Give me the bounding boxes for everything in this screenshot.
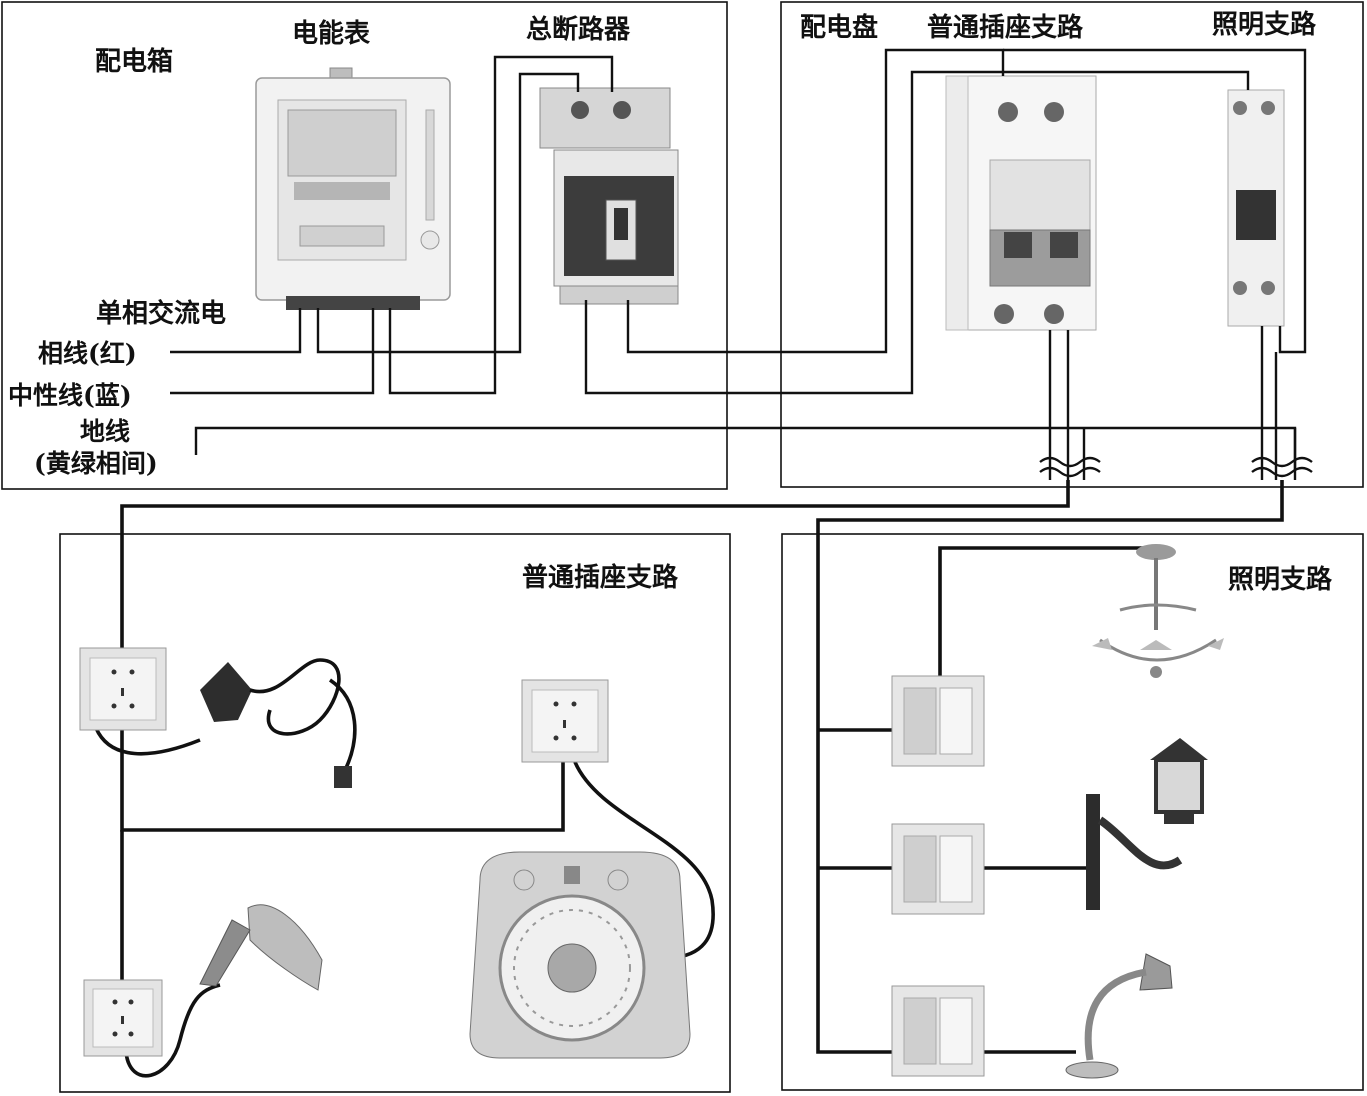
wall-lantern-icon <box>1086 738 1208 910</box>
supply-label: 单相交流电 <box>96 298 226 329</box>
lighting-branch-breaker <box>1227 89 1285 327</box>
light-switch-2 <box>891 823 985 915</box>
socket-circuit-frame <box>59 533 731 1093</box>
distribution-box-frame <box>1 1 728 490</box>
socket-circuit-title: 普通插座支路 <box>522 562 679 593</box>
earth-wire-label: 地线 <box>80 417 130 446</box>
light-switch-3 <box>891 985 985 1077</box>
neutral-wire-label: 中性线(蓝) <box>8 381 132 410</box>
lighting-circuit-title: 照明支路 <box>1228 564 1333 595</box>
desk-lamp-icon <box>1065 953 1173 1079</box>
main-breaker <box>539 87 679 305</box>
meter-label: 电能表 <box>292 18 371 49</box>
lighting-circuit-wiring <box>818 546 1148 1054</box>
main-breaker-label: 总断路器 <box>526 14 631 45</box>
earth-wire-label-note: (黄绿相间) <box>34 449 158 478</box>
panel-title: 配电盘 <box>800 12 878 43</box>
electric-meter <box>255 67 451 310</box>
socket-circuit-wiring <box>94 727 715 1078</box>
chandelier-icon <box>1092 544 1224 678</box>
panel-frame <box>780 1 1364 488</box>
wall-socket-2 <box>521 679 609 763</box>
light-switch-1 <box>891 675 985 767</box>
socket-branch-breaker <box>945 75 1097 331</box>
panel-socket-branch-label: 普通插座支路 <box>927 12 1084 43</box>
panel-lighting-branch-label: 照明支路 <box>1212 9 1317 40</box>
wall-socket-1 <box>79 647 167 731</box>
hair-dryer-icon <box>199 904 323 991</box>
lighting-circuit-frame <box>781 533 1364 1091</box>
live-wire-label: 相线(红) <box>38 339 137 368</box>
phone-charger-icon <box>200 658 357 788</box>
wall-socket-3 <box>83 979 163 1057</box>
branch-wiring <box>120 326 1313 1054</box>
distribution-box-title: 配电箱 <box>95 46 173 77</box>
fan-heater-icon <box>469 851 691 1059</box>
